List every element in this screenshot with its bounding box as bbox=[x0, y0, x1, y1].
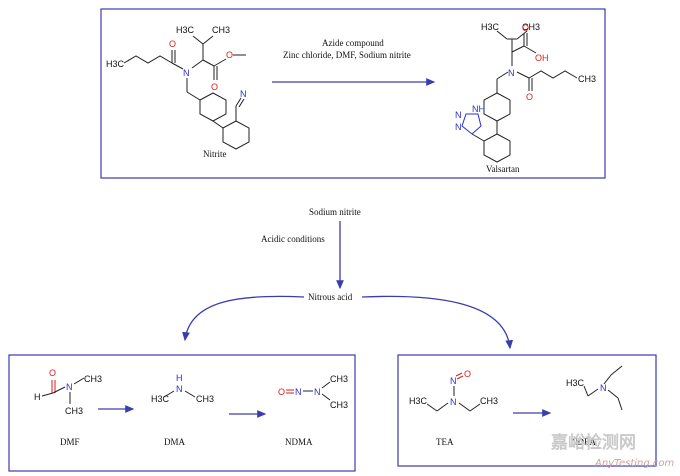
atom-o-ndma: O bbox=[278, 387, 285, 397]
tertiary-amine-box bbox=[397, 354, 657, 467]
atom-n-dma: N bbox=[176, 384, 183, 394]
dmf-label: DMF bbox=[60, 437, 80, 447]
atom-n1-tea: N bbox=[450, 376, 457, 386]
atom-ch3-val-chain: CH3 bbox=[578, 74, 596, 84]
atom-o-methoxy: O bbox=[226, 50, 233, 60]
watermark-english: AnyTesting.com bbox=[594, 458, 675, 469]
reagent-line-1: Azide compound bbox=[322, 38, 384, 48]
watermark-chinese: 嘉峪检测网 bbox=[550, 432, 636, 453]
atom-h-dmf: H bbox=[34, 392, 41, 402]
atom-n1-ndma: N bbox=[295, 387, 302, 397]
atom-oh-acid: OH bbox=[535, 53, 549, 63]
atom-n2-ndma: N bbox=[314, 387, 321, 397]
tea-molecule: O N N H3C CH3 bbox=[409, 369, 498, 412]
atom-ch3-dmf-1: CH3 bbox=[84, 374, 102, 384]
atom-n-dmf: N bbox=[66, 382, 73, 392]
ndma-molecule: O N N CH3 CH3 bbox=[278, 374, 348, 410]
atom-ch3-dma: CH3 bbox=[196, 394, 214, 404]
ndea-label: NDEA bbox=[571, 437, 596, 447]
atom-n2-tea: N bbox=[450, 397, 457, 407]
secondary-amine-box bbox=[8, 354, 356, 472]
atom-n-nitrile: N bbox=[240, 89, 247, 99]
ndea-molecule: N H3C bbox=[566, 365, 623, 411]
valsartan-molecule: H3C CH3 O OH N O CH3 NH N N bbox=[455, 22, 596, 163]
atom-n-amide: N bbox=[183, 68, 190, 78]
atom-o-amide: O bbox=[169, 39, 176, 49]
atom-h3c-tea: H3C bbox=[409, 396, 428, 406]
dma-molecule: H N H3C CH3 bbox=[151, 373, 214, 404]
ndma-label: NDMA bbox=[285, 437, 313, 447]
atom-ch3-isopropyl: CH3 bbox=[212, 25, 230, 35]
atom-n-ndea: N bbox=[600, 383, 607, 393]
atom-h-dma: H bbox=[176, 373, 183, 383]
atom-ch3-dmf-2: CH3 bbox=[65, 406, 83, 416]
branch-arrow-left bbox=[182, 295, 305, 342]
pathway-reagent: Sodium nitrite bbox=[309, 207, 361, 217]
atom-o-val-amide: O bbox=[526, 92, 533, 102]
tea-label: TEA bbox=[436, 437, 454, 447]
atom-o-ester: O bbox=[211, 82, 218, 92]
atom-h3c-isopropyl: H3C bbox=[176, 25, 195, 35]
atom-ch3-tea: CH3 bbox=[480, 396, 498, 406]
pathway-intermediate: Nitrous acid bbox=[308, 292, 353, 302]
atom-o-dmf: O bbox=[49, 368, 56, 378]
start-material-label: Nitrite bbox=[203, 149, 227, 159]
atom-ch3-val: CH3 bbox=[522, 22, 540, 32]
synthesis-box bbox=[100, 8, 606, 179]
atom-ch3-ndma-2: CH3 bbox=[330, 400, 348, 410]
atom-o-tea: O bbox=[464, 369, 471, 379]
pathway-conditions: Acidic conditions bbox=[261, 234, 325, 244]
atom-h3c-dma: H3C bbox=[151, 394, 170, 404]
atom-n-val: N bbox=[508, 68, 515, 78]
nitrile-molecule: H3C O N H3C CH3 O O N bbox=[106, 25, 250, 150]
atom-n-tetrazole-2: N bbox=[455, 110, 462, 120]
atom-h3c: H3C bbox=[106, 59, 125, 69]
atom-h3c-ndea: H3C bbox=[566, 378, 585, 388]
product-label: Valsartan bbox=[486, 164, 520, 174]
atom-n-tetrazole-1: N bbox=[455, 122, 462, 132]
atom-nh-tetrazole: NH bbox=[472, 104, 485, 114]
branch-arrow-right bbox=[361, 295, 514, 350]
reagent-line-2: Zinc chloride, DMF, Sodium nitrite bbox=[283, 50, 411, 60]
dmf-molecule: O H N CH3 CH3 bbox=[34, 368, 102, 416]
atom-h3c-val: H3C bbox=[481, 22, 500, 32]
atom-ch3-ndma-1: CH3 bbox=[330, 374, 348, 384]
dma-label: DMA bbox=[164, 437, 186, 447]
atom-o-acid: O bbox=[522, 23, 529, 33]
